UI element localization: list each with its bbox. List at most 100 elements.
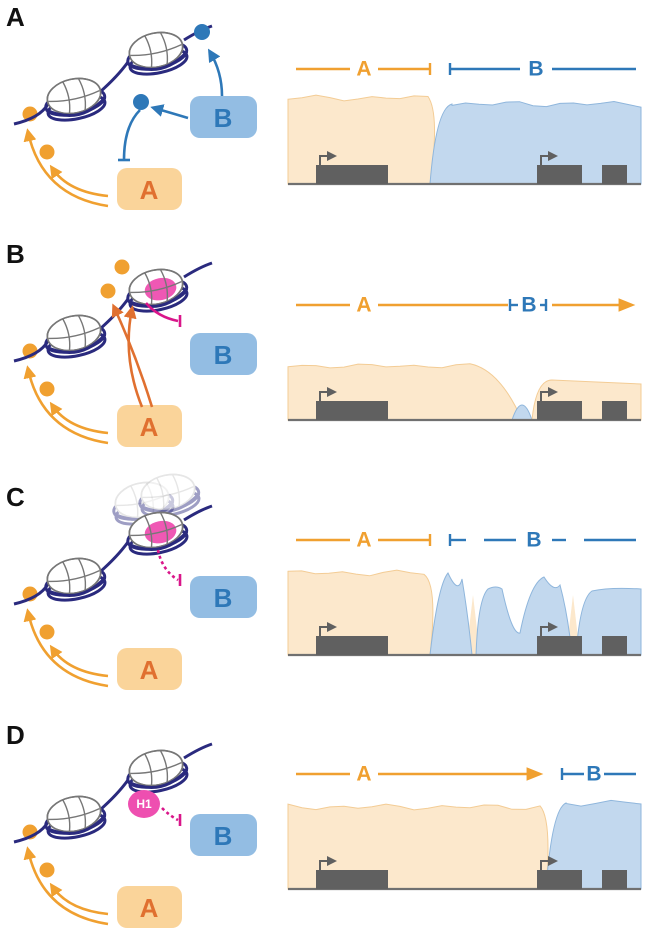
nucleosome (126, 31, 189, 76)
octamer-outline (128, 268, 184, 306)
mark-b-dot (194, 24, 210, 40)
octamer-seam (48, 89, 100, 103)
domain-a-signal (287, 803, 549, 890)
inhibition-line-b (122, 109, 141, 161)
activation-arrow (49, 164, 109, 198)
promoter-arrow (540, 151, 558, 165)
octamer-outline (128, 511, 184, 549)
mark-b-dot (133, 94, 149, 110)
octamer-seam (48, 569, 100, 583)
panel-label: B (6, 239, 25, 269)
dna-wrap-front (127, 287, 189, 308)
factor-a-label: A (140, 655, 159, 685)
mark-a-dot (39, 862, 55, 878)
octamer-seam (144, 515, 153, 548)
octamer-seam (159, 750, 169, 783)
mark-a-dot (100, 283, 116, 299)
domain-b-label: B (526, 529, 541, 552)
factor-b-label: B (214, 340, 233, 370)
activation-arrow-rust (123, 305, 144, 408)
octamer-seam (144, 272, 153, 305)
domain-b-label: B (521, 294, 536, 317)
factor-a-box (117, 648, 182, 690)
factor-a-box (117, 168, 182, 210)
inhibition-line-h1 (161, 807, 179, 822)
octamer-seam (62, 561, 71, 594)
promoter-arrow (540, 387, 558, 401)
panel-label: C (6, 482, 25, 512)
factor-b-box (190, 333, 257, 375)
nucleosome (44, 795, 107, 840)
octamer-seam (77, 315, 87, 348)
factor-b-box (190, 814, 257, 856)
promoter-arrow (319, 151, 337, 165)
octamer-seam (62, 318, 71, 351)
h1-label: H1 (136, 797, 152, 811)
linker-dna (99, 298, 130, 331)
octamer-seam (130, 523, 182, 537)
octamer-seam (144, 753, 153, 786)
nucleosome (44, 314, 107, 359)
promoter-arrow (319, 622, 337, 636)
octamer-outline (140, 473, 196, 511)
octamer-seam (62, 81, 71, 114)
octamer-seam (77, 796, 87, 829)
dna-wrap-front (127, 768, 189, 789)
octamer-outline (46, 77, 102, 115)
octamer-seam (159, 32, 169, 65)
activation-arrow (23, 365, 109, 445)
nucleosome (126, 268, 189, 313)
gene-block (537, 401, 582, 420)
chromatin-schematic: AB (13, 259, 257, 447)
nucleosome (126, 749, 189, 794)
linker-dna (99, 61, 130, 94)
linker-dna (183, 504, 213, 522)
factor-b-label: B (214, 583, 233, 613)
linker-dna (183, 742, 213, 760)
domain-a-label: A (356, 529, 371, 552)
activation-arrow (23, 608, 109, 688)
dna-wrap-front (45, 96, 107, 117)
domain-a-label: A (356, 294, 371, 317)
gene-block (316, 870, 388, 889)
gene-block (537, 636, 582, 655)
dna-wrap-front (45, 576, 107, 597)
domain-b-signal (429, 572, 642, 656)
mark-a-dot (39, 381, 55, 397)
promoter-arrow (319, 387, 337, 401)
octamer-seam (171, 474, 181, 507)
gene-block (602, 870, 627, 889)
mark-a-dot (114, 259, 130, 275)
octamer-seam (159, 512, 169, 545)
dna-wrap-front (139, 492, 201, 513)
nucleosome (44, 557, 107, 602)
octamer-seam (144, 35, 153, 68)
domain-b-signal (429, 100, 642, 185)
domain-b-signal (545, 799, 642, 890)
activation-arrow (49, 882, 109, 916)
factor-a-label: A (140, 175, 159, 205)
panel-label: A (6, 2, 25, 32)
linker-dna (99, 541, 130, 574)
octamer-seam (77, 78, 87, 111)
nucleosome (126, 511, 189, 556)
activation-arrow-b (150, 104, 189, 120)
activation-arrow (23, 128, 109, 208)
chromatin-schematic: AB (13, 24, 257, 210)
gene-block (602, 401, 627, 420)
gene-block (537, 165, 582, 184)
domain-a-label: A (356, 763, 371, 786)
octamer-seam (77, 558, 87, 591)
octamer-seam (130, 43, 182, 57)
gene-block (316, 636, 388, 655)
activation-arrow (49, 401, 109, 435)
activation-arrow-b (207, 48, 224, 97)
factor-a-label: A (140, 412, 159, 442)
factor-a-box (117, 886, 182, 928)
gene-block (316, 165, 388, 184)
